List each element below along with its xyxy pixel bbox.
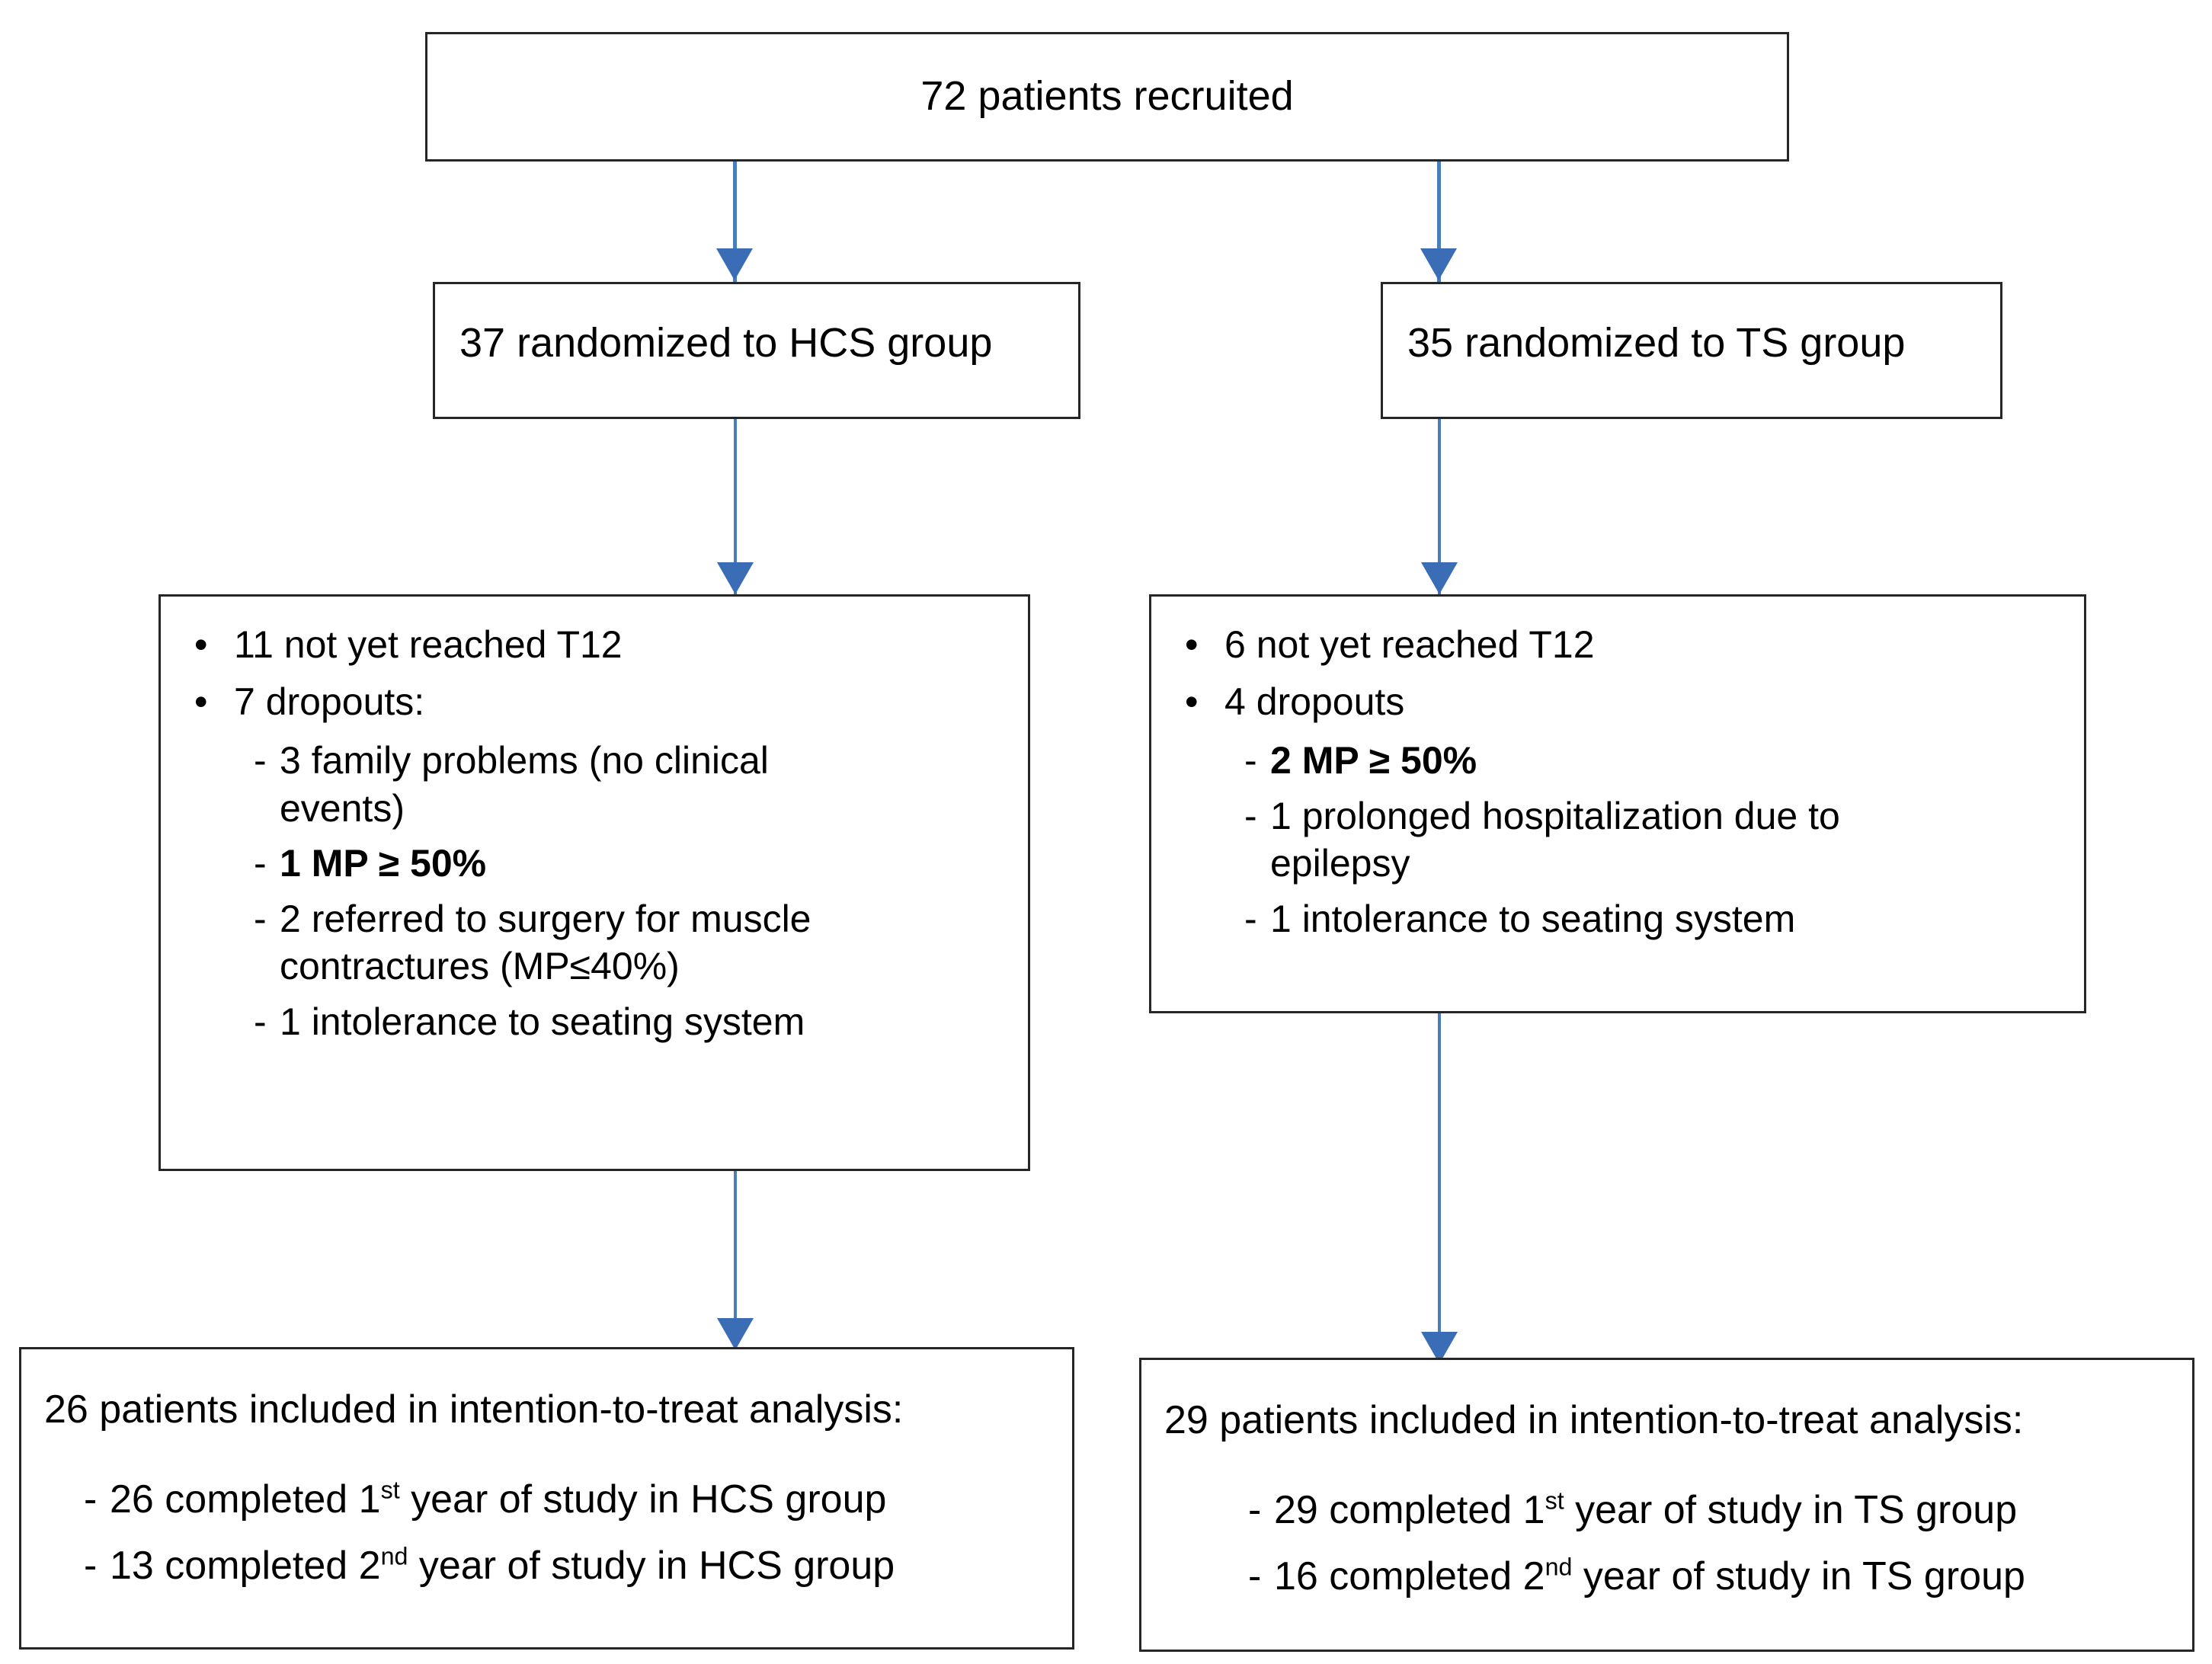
dash-icon: - <box>254 897 267 940</box>
arrowhead-top-to-ts <box>1420 248 1457 280</box>
list-item-label: 6 not yet reached T12 <box>1224 623 1595 666</box>
exclusions-hcs-list: • 11 not yet reached T12 • 7 dropouts: -… <box>194 622 1007 1053</box>
node-analysis-hcs: 26 patients included in intention-to-tre… <box>19 1347 1074 1650</box>
row-ordinal-suffix: st <box>380 1477 400 1505</box>
list-item: • 6 not yet reached T12 <box>1185 622 2063 667</box>
sub-list-item: - 2 MP ≥ 50% <box>1244 737 2063 785</box>
arrowhead-top-to-hcs <box>716 248 753 280</box>
dash-icon: - <box>254 739 267 782</box>
node-randomized-ts-label: 35 randomized to TS group <box>1407 320 1906 366</box>
bullet-icon: • <box>1185 680 1199 723</box>
node-exclusions-hcs: • 11 not yet reached T12 • 7 dropouts: -… <box>158 594 1030 1171</box>
sub-list-item-label: 1 intolerance to seating system <box>1270 897 1796 940</box>
node-recruited: 72 patients recruited <box>425 32 1789 162</box>
dash-icon: - <box>84 1477 98 1522</box>
connector-hcs-to-exclusions <box>734 381 737 629</box>
list-item-label: 11 not yet reached T12 <box>234 623 623 666</box>
dash-icon: - <box>1244 739 1257 782</box>
sub-list-item-label: 2 referred to surgery for muscle contrac… <box>280 897 811 988</box>
connector-hcs-exclusions-to-analysis <box>734 1143 737 1360</box>
bullet-icon: • <box>194 680 208 723</box>
analysis-hcs-row-2: - 13 completed 2nd year of study in HCS … <box>84 1542 1055 1589</box>
sub-list-item: - 1 intolerance to seating system <box>254 998 1007 1046</box>
exclusions-ts-list: • 6 not yet reached T12 • 4 dropouts - 2… <box>1185 622 2063 950</box>
arrowhead-ts-to-exclusions <box>1421 562 1458 594</box>
row-prefix: 26 completed 1 <box>110 1477 381 1522</box>
sub-list-item: - 1 MP ≥ 50% <box>254 840 1007 888</box>
sub-list-item-label: 2 MP ≥ 50% <box>1270 739 1477 782</box>
dash-icon: - <box>1248 1488 1262 1533</box>
list-item-label: 7 dropouts: <box>234 680 425 723</box>
row-ordinal-suffix: st <box>1545 1487 1564 1515</box>
dash-icon: - <box>84 1543 98 1588</box>
list-item-label: 4 dropouts <box>1224 680 1405 723</box>
row-prefix: 29 completed 1 <box>1274 1488 1545 1533</box>
analysis-hcs-heading: 26 patients included in intention-to-tre… <box>44 1387 904 1432</box>
sub-list-item-label: 1 MP ≥ 50% <box>280 842 487 885</box>
arrowhead-hcs-to-exclusions <box>717 562 754 594</box>
dash-icon: - <box>254 1000 267 1043</box>
row-suffix: year of study in HCS group <box>399 1477 887 1522</box>
dash-icon: - <box>1244 794 1257 837</box>
analysis-hcs-row-1-label: 26 completed 1st year of study in HCS gr… <box>110 1476 886 1523</box>
analysis-ts-body: 29 patients included in intention-to-tre… <box>1164 1397 2175 1618</box>
sub-list-item-label: 1 prolonged hospitalization due to epile… <box>1270 794 1840 885</box>
row-suffix: year of study in HCS group <box>408 1543 895 1588</box>
list-item: • 4 dropouts <box>1185 680 2063 725</box>
bullet-icon: • <box>194 623 208 666</box>
row-suffix: year of study in TS group <box>1564 1488 2018 1533</box>
row-prefix: 13 completed 2 <box>110 1543 381 1588</box>
node-recruited-label: 72 patients recruited <box>920 73 1294 120</box>
node-randomized-ts: 35 randomized to TS group <box>1381 282 2002 419</box>
sub-list-item-label: 1 intolerance to seating system <box>280 1000 805 1043</box>
sub-list-item: - 1 prolonged hospitalization due to epi… <box>1244 792 2063 888</box>
analysis-ts-heading: 29 patients included in intention-to-tre… <box>1164 1398 2024 1442</box>
node-randomized-hcs: 37 randomized to HCS group <box>433 282 1080 419</box>
row-ordinal-suffix: nd <box>380 1542 408 1570</box>
analysis-hcs-row-2-label: 13 completed 2nd year of study in HCS gr… <box>110 1542 895 1589</box>
bullet-icon: • <box>1185 623 1199 666</box>
sub-list-item: - 3 family problems (no clinical events) <box>254 737 1007 832</box>
arrowhead-hcs-exclusions-to-analysis <box>717 1318 754 1350</box>
analysis-ts-row-2-label: 16 completed 2nd year of study in TS gro… <box>1274 1553 2025 1600</box>
analysis-ts-row-1-label: 29 completed 1st year of study in TS gro… <box>1274 1486 2017 1534</box>
sub-list-item: - 1 intolerance to seating system <box>1244 895 2063 943</box>
connector-ts-to-exclusions <box>1438 381 1441 629</box>
row-prefix: 16 completed 2 <box>1274 1554 1545 1598</box>
row-suffix: year of study in TS group <box>1572 1554 2025 1598</box>
dash-icon: - <box>1244 897 1257 940</box>
dash-icon: - <box>254 842 267 885</box>
sub-list-item-label: 3 family problems (no clinical events) <box>280 739 769 830</box>
row-ordinal-suffix: nd <box>1545 1553 1573 1581</box>
analysis-hcs-body: 26 patients included in intention-to-tre… <box>44 1386 1055 1608</box>
connector-ts-exclusions-to-analysis <box>1438 990 1441 1371</box>
analysis-ts-row-2: - 16 completed 2nd year of study in TS g… <box>1248 1553 2175 1600</box>
dash-icon: - <box>1248 1554 1262 1598</box>
list-item: • 7 dropouts: <box>194 680 1007 725</box>
node-randomized-hcs-label: 37 randomized to HCS group <box>459 320 993 366</box>
node-exclusions-ts: • 6 not yet reached T12 • 4 dropouts - 2… <box>1149 594 2086 1013</box>
node-analysis-ts: 29 patients included in intention-to-tre… <box>1139 1358 2194 1652</box>
list-item: • 11 not yet reached T12 <box>194 622 1007 667</box>
analysis-ts-row-1: - 29 completed 1st year of study in TS g… <box>1248 1486 2175 1534</box>
analysis-hcs-row-1: - 26 completed 1st year of study in HCS … <box>84 1476 1055 1523</box>
sub-list-item: - 2 referred to surgery for muscle contr… <box>254 895 1007 990</box>
